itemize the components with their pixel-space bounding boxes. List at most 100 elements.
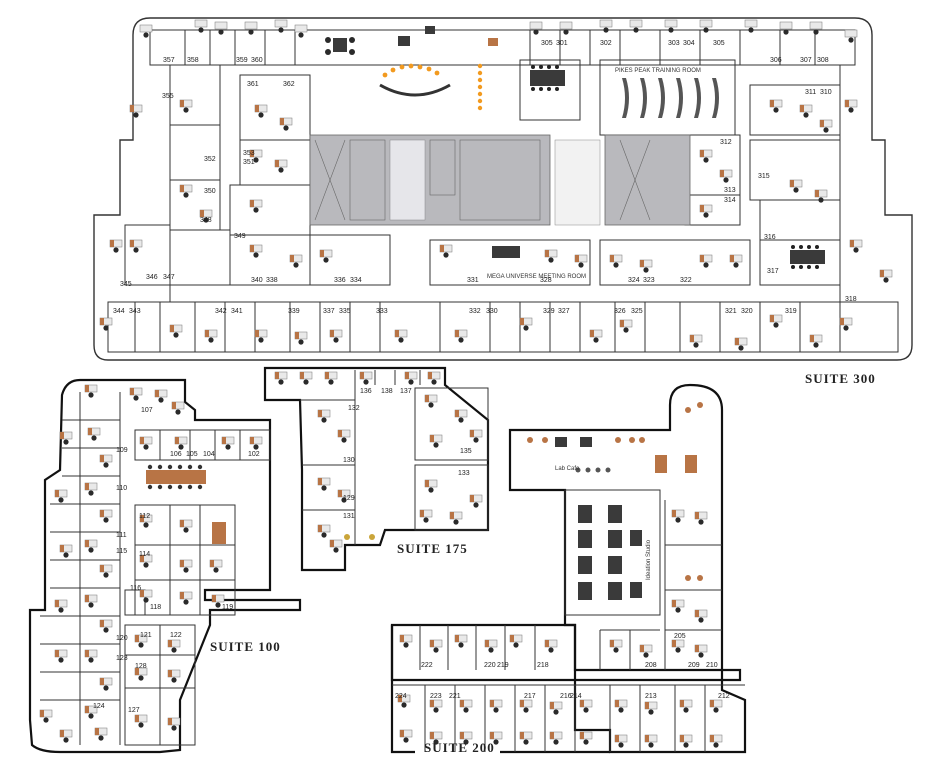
room-212: 212: [718, 693, 730, 700]
room-324: 324: [628, 277, 640, 284]
room-135: 135: [460, 448, 472, 455]
room-323: 323: [643, 277, 655, 284]
room-358: 358: [187, 57, 199, 64]
room-217: 217: [524, 693, 536, 700]
room-222: 222: [421, 662, 433, 669]
room-220: 220: [484, 662, 496, 669]
room-224: 224: [395, 693, 407, 700]
room-213: 213: [645, 693, 657, 700]
room-132: 132: [348, 405, 360, 412]
room-110: 110: [116, 485, 127, 492]
room-123: 123: [116, 655, 128, 662]
room-119: 119: [222, 604, 233, 611]
room-111: 111: [116, 532, 127, 539]
suite-200-label: SUITE 200: [424, 740, 495, 755]
room-347: 347: [163, 274, 175, 281]
room-341: 341: [231, 308, 243, 315]
room-335: 335: [339, 308, 351, 315]
room-329: 329: [543, 308, 555, 315]
room-104: 104: [203, 451, 215, 458]
room-352: 352: [204, 156, 216, 163]
room-102: 102: [248, 451, 260, 458]
room-120: 120: [116, 635, 128, 642]
room-130: 130: [343, 457, 355, 464]
room-315: 315: [758, 173, 770, 180]
room-313: 313: [724, 187, 736, 194]
room-344: 344: [113, 308, 125, 315]
room-316: 316: [764, 234, 776, 241]
suite-100-label: SUITE 100: [210, 639, 281, 654]
room-338: 338: [266, 277, 278, 284]
room-306: 306: [770, 57, 782, 64]
room-348: 348: [200, 217, 212, 224]
room-321: 321: [725, 308, 737, 315]
room-353: 353: [243, 150, 255, 157]
ideation-studio-label: Ideation Studio: [646, 539, 652, 580]
room-122: 122: [170, 632, 182, 639]
room-301: 301: [556, 40, 568, 47]
room-221: 221: [449, 693, 461, 700]
room-216: 216: [560, 693, 572, 700]
room-223: 223: [430, 693, 442, 700]
mega-room-label: MEGA UNIVERSE MEETING ROOM: [487, 274, 586, 280]
room-112: 112: [139, 513, 150, 520]
room-318: 318: [845, 296, 857, 303]
room-326: 326: [614, 308, 626, 315]
room-322: 322: [680, 277, 692, 284]
room-310: 310: [820, 89, 832, 96]
room-205: 205: [674, 633, 686, 640]
room-330: 330: [486, 308, 498, 315]
room-362: 362: [283, 81, 295, 88]
room-127: 127: [128, 707, 140, 714]
room-361: 361: [247, 81, 259, 88]
room-209: 209: [688, 662, 700, 669]
room-106: 106: [170, 451, 182, 458]
room-332: 332: [469, 308, 481, 315]
room-114: 114: [139, 551, 150, 558]
room-305-b: 305: [713, 40, 725, 47]
room-349: 349: [234, 233, 246, 240]
room-304: 304: [683, 40, 695, 47]
room-359: 359: [236, 57, 248, 64]
room-339: 339: [288, 308, 300, 315]
room-115: 115: [116, 548, 127, 555]
training-room-label: PIKES PEAK TRAINING ROOM: [615, 68, 701, 74]
lab-cafe-label: Lab Cafe: [555, 466, 580, 472]
room-351: 351: [243, 159, 255, 166]
room-334: 334: [350, 277, 362, 284]
suite-175-label: SUITE 175: [397, 541, 468, 556]
room-219: 219: [497, 662, 509, 669]
room-109: 109: [116, 447, 128, 454]
room-355: 355: [162, 93, 174, 100]
room-317: 317: [767, 268, 779, 275]
suite-175-floor: 138 137 136 135 133 132 131 130 129: [263, 366, 490, 572]
room-360: 360: [251, 57, 263, 64]
suite-200-floor: 222 221 220 219 218 224 223 217 216 214 …: [390, 383, 747, 754]
room-118: 118: [150, 604, 161, 611]
room-303: 303: [668, 40, 680, 47]
suite-300-label: SUITE 300: [805, 371, 876, 386]
room-124: 124: [93, 703, 105, 710]
room-331: 331: [467, 277, 479, 284]
room-129: 129: [343, 495, 355, 502]
room-342: 342: [215, 308, 227, 315]
room-307: 307: [800, 57, 812, 64]
room-340: 340: [251, 277, 263, 284]
room-319: 319: [785, 308, 797, 315]
room-345: 345: [120, 281, 132, 288]
room-325: 325: [631, 308, 643, 315]
room-214: 214: [570, 693, 582, 700]
room-308: 308: [817, 57, 829, 64]
room-350: 350: [204, 188, 216, 195]
room-116: 116: [130, 585, 141, 592]
room-136: 136: [360, 388, 372, 395]
room-302: 302: [600, 40, 612, 47]
room-346: 346: [146, 274, 158, 281]
room-137: 137: [400, 388, 412, 395]
room-218: 218: [537, 662, 549, 669]
room-133: 133: [458, 470, 470, 477]
room-312: 312: [720, 139, 732, 146]
room-343: 343: [129, 308, 141, 315]
room-138: 138: [381, 388, 393, 395]
